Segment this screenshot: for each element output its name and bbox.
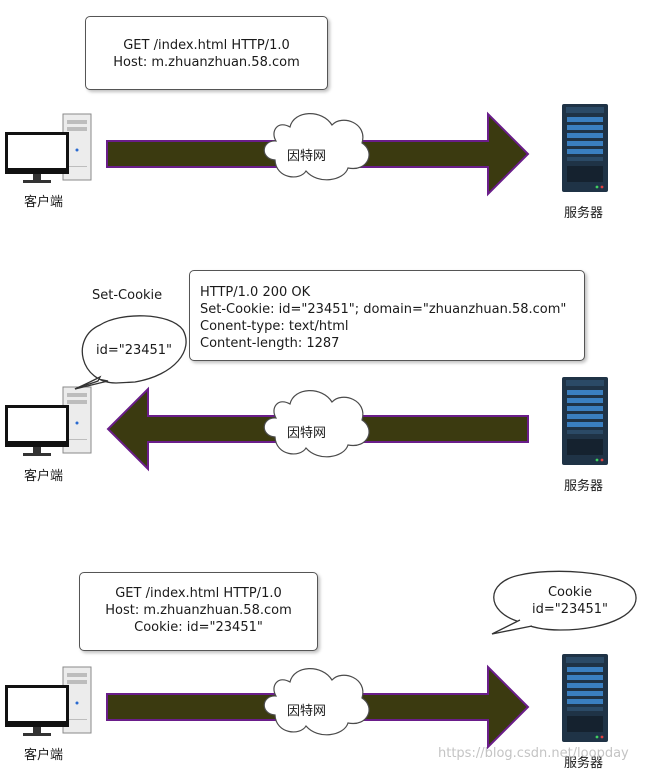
request-line-1: GET /index.html HTTP/1.0	[123, 38, 290, 53]
request-box-1: GET /index.html HTTP/1.0 Host: m.zhuanzh…	[85, 16, 328, 90]
server-label-3: 服务器	[564, 756, 604, 771]
server-1	[562, 104, 608, 192]
client-computer-2	[4, 386, 92, 457]
client-label-3: 客户端	[24, 748, 64, 763]
server-label-2: 服务器	[564, 479, 604, 494]
request-box-3: GET /index.html HTTP/1.0 Host: m.zhuanzh…	[79, 572, 318, 651]
request-line-2: Host: m.zhuanzhuan.58.com	[113, 55, 300, 70]
request3-line-3: Cookie: id="23451"	[134, 620, 263, 635]
response-line-3: Conent-type: text/html	[200, 319, 349, 334]
server-bubble-text: Cookie id="23451"	[510, 584, 630, 618]
server-2	[562, 377, 608, 465]
cloud-label-3: 因特网	[287, 704, 327, 719]
client-computer-1	[4, 113, 92, 184]
client-label-2: 客户端	[24, 469, 64, 484]
client-computer-3	[4, 666, 92, 737]
request3-line-2: Host: m.zhuanzhuan.58.com	[105, 603, 292, 618]
server-3	[562, 654, 608, 742]
response-line-4: Content-length: 1287	[200, 336, 340, 351]
watermark: https://blog.csdn.net/loopday	[438, 746, 629, 761]
client-label-1: 客户端	[24, 195, 64, 210]
server-bubble-line-1: Cookie	[547, 585, 593, 600]
set-cookie-title: Set-Cookie	[92, 288, 163, 303]
request3-line-1: GET /index.html HTTP/1.0	[115, 586, 282, 601]
client-bubble-text: id="23451"	[95, 343, 173, 358]
client-bubble-tail	[74, 375, 102, 390]
cloud-label-2: 因特网	[287, 426, 327, 441]
response-box: HTTP/1.0 200 OK Set-Cookie: id="23451"; …	[189, 270, 585, 361]
server-speech-bubble	[493, 570, 637, 631]
cloud-label-1: 因特网	[287, 149, 327, 164]
server-bubble-tail	[491, 619, 533, 635]
server-bubble-line-2: id="23451"	[531, 602, 609, 617]
server-label-1: 服务器	[564, 206, 604, 221]
response-line-2: Set-Cookie: id="23451"; domain="zhuanzhu…	[200, 302, 567, 317]
response-line-1: HTTP/1.0 200 OK	[200, 285, 311, 300]
